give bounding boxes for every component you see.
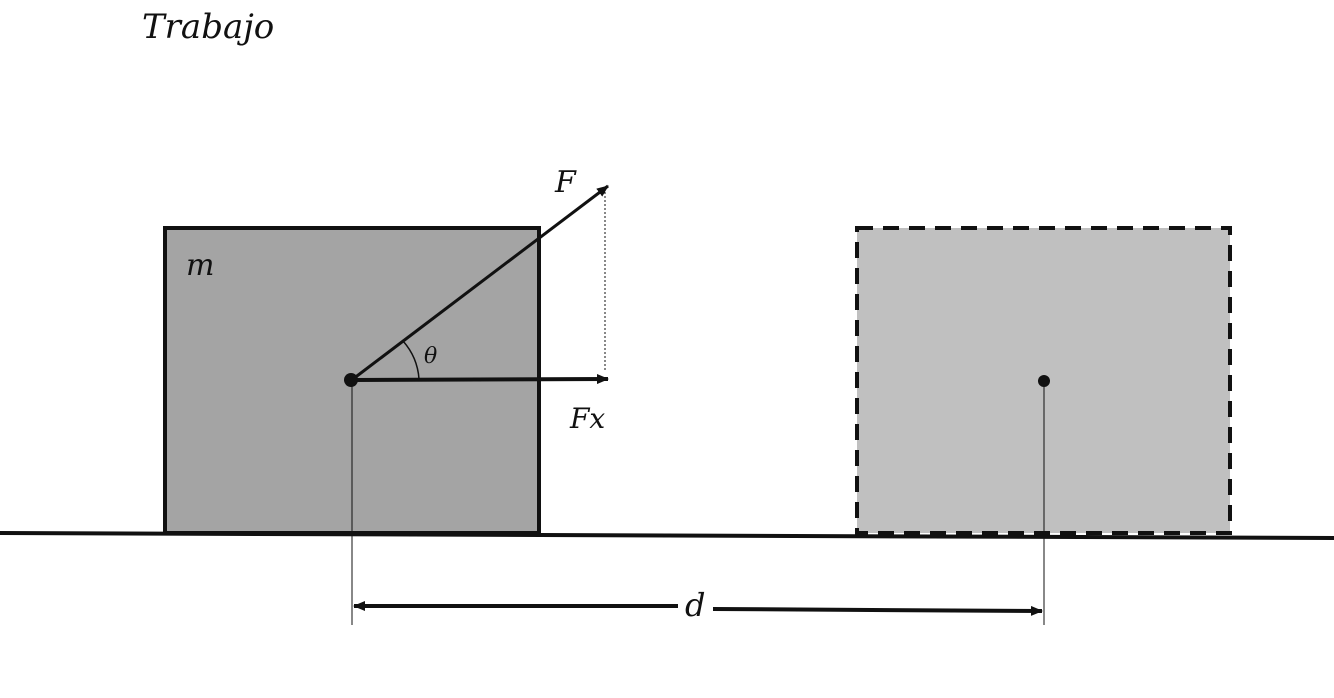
force-x-label: Fx (569, 402, 605, 435)
force-vector-arrow (352, 184, 609, 381)
distance-label: d (685, 586, 705, 624)
force-x-arrow (352, 374, 609, 385)
angle-label: θ (424, 344, 437, 369)
distance-arrow-right (712, 605, 1043, 616)
mass-label: m (186, 248, 214, 283)
angle-arc (402, 340, 420, 380)
diagram-title: Trabajo (142, 7, 274, 47)
force-label: F (554, 165, 577, 200)
